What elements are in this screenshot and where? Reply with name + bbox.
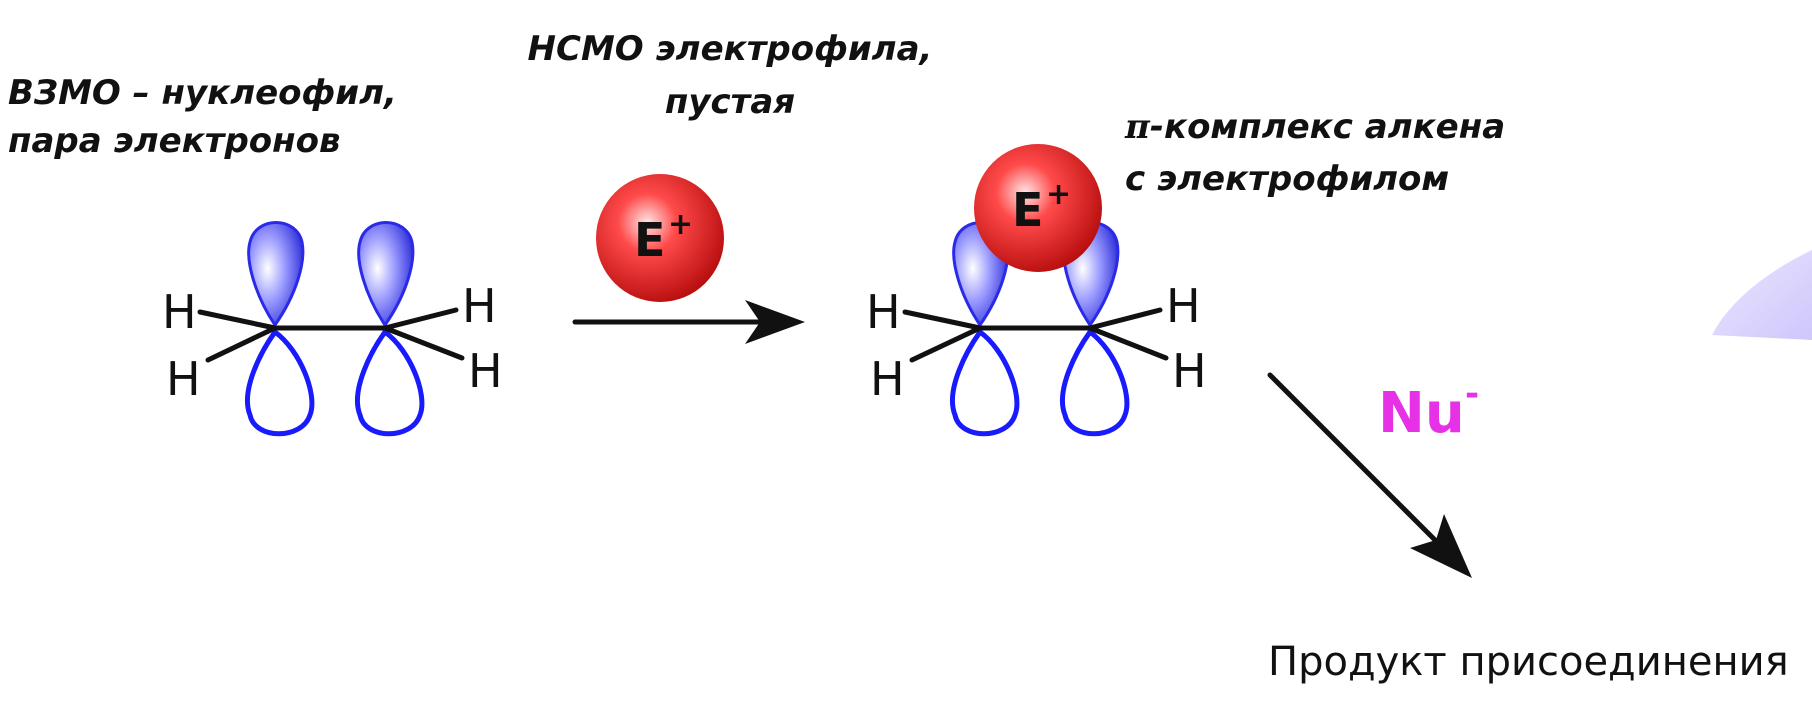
pi-complex-text: -комплекс алкена xyxy=(1150,107,1505,147)
reaction-arrow xyxy=(572,300,805,344)
alkene-pi-complex: H H H H E + xyxy=(866,144,1207,437)
electrophile-free: E + xyxy=(596,174,724,302)
pi-complex-caption-line1: π-комплекс алкена xyxy=(1124,107,1505,147)
p-orbital-lower-lobe-right xyxy=(1060,328,1130,437)
hydrogen-atom: H xyxy=(870,352,905,406)
product-label: Продукт присоединения xyxy=(1268,639,1789,685)
hydrogen-atom: H xyxy=(166,352,201,406)
p-orbital-lower-lobe-right xyxy=(355,328,425,437)
decorative-shape xyxy=(1712,250,1812,340)
p-orbital-lower-lobe-left xyxy=(245,328,315,437)
nucleophile-charge: - xyxy=(1465,374,1479,414)
hydrogen-atom: H xyxy=(1166,279,1201,333)
alkene-homo: H H H H xyxy=(162,221,503,437)
bond-c2-h-upper xyxy=(1087,307,1163,331)
electrophile-symbol: E xyxy=(634,213,665,267)
hydrogen-atom: H xyxy=(162,285,197,339)
electrophile-symbol: E xyxy=(1012,183,1043,237)
nucleophile-symbol: Nu xyxy=(1378,381,1465,446)
hydrogen-atom: H xyxy=(468,344,503,398)
bond-c1-h-lower xyxy=(205,325,278,363)
bond-c2-h-upper xyxy=(382,307,459,331)
bond-c2-h-lower xyxy=(1087,325,1169,361)
electrophile-sphere xyxy=(974,144,1102,272)
bond-c1-h-upper xyxy=(197,309,278,331)
electrophile-sphere xyxy=(596,174,724,302)
homo-caption-line1: ВЗМО – нуклеофил, xyxy=(8,73,397,113)
bond-c2-h-lower xyxy=(382,325,465,361)
electrophile-charge: + xyxy=(668,207,693,242)
p-orbital-lower-lobe-left xyxy=(950,328,1020,437)
p-orbital-upper-lobe-left xyxy=(247,221,305,328)
bond-c1-h-lower xyxy=(909,325,983,363)
pi-complex-caption-line2: с электрофилом xyxy=(1125,159,1449,199)
lumo-caption-line1: НСМО электрофила, xyxy=(528,29,933,69)
electrophile-charge: + xyxy=(1046,177,1071,212)
pi-symbol: π xyxy=(1124,107,1151,147)
lumo-caption-line2: пустая xyxy=(665,82,795,122)
nucleophile-label: Nu - xyxy=(1378,374,1479,446)
homo-caption-line2: пара электронов xyxy=(8,121,341,161)
p-orbital-upper-lobe-right xyxy=(357,221,415,328)
reaction-arrow-diagonal xyxy=(1267,372,1472,578)
hydrogen-atom: H xyxy=(866,285,901,339)
hydrogen-atom: H xyxy=(462,279,497,333)
hydrogen-atom: H xyxy=(1172,344,1207,398)
bond-c1-h-upper xyxy=(902,309,983,331)
